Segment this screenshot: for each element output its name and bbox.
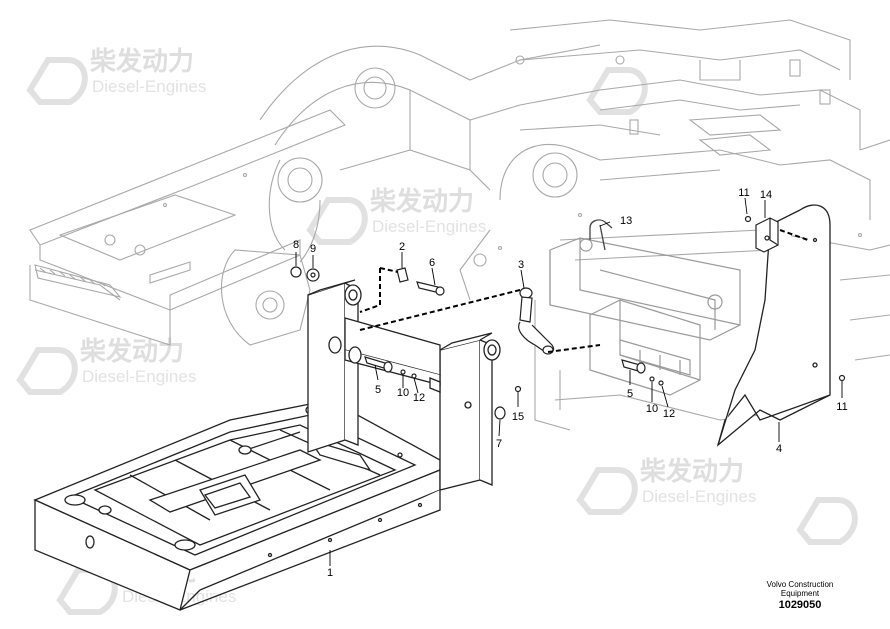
- label-part-11-top: 11: [738, 187, 749, 199]
- watermark-logo: 柴发动力 Diesel-Engines: [26, 46, 206, 105]
- label-part-12-left: 12: [413, 392, 425, 404]
- assembly-lines: [359, 229, 809, 353]
- counterweight-bracket: [549, 237, 741, 396]
- part-11-bolt: [744, 215, 752, 223]
- label-part-11-right: 11: [836, 401, 847, 413]
- watermark-chinese: 柴发动力: [369, 186, 474, 217]
- part-labels: 8 9 2 6 3 13 11 14 5 10 12 5 10 12 15 7 …: [293, 187, 848, 579]
- label-part-3: 3: [518, 259, 524, 271]
- part-8-nut: [290, 266, 302, 278]
- label-part-7: 7: [496, 438, 502, 450]
- part-11-bolt: [838, 374, 846, 382]
- figure-id: 1029050: [778, 599, 822, 611]
- watermark-logo: [796, 497, 858, 545]
- label-part-2: 2: [399, 241, 405, 253]
- label-part-6: 6: [429, 257, 435, 269]
- watermark-chinese: 柴发动力: [639, 456, 744, 487]
- watermark-layer: 柴发动力 Diesel-Engines 柴发动力 Diesel-Engines …: [16, 46, 858, 615]
- leader-lines: [295, 197, 843, 566]
- watermark-chinese: 柴发动力: [89, 46, 194, 77]
- label-part-9: 9: [310, 243, 316, 255]
- part-14-latch: [755, 217, 779, 253]
- label-part-5-right: 5: [627, 388, 633, 400]
- part-1-mounting-frame: [33, 279, 501, 611]
- label-part-10-right: 10: [646, 403, 658, 415]
- label-part-5-left: 5: [375, 384, 381, 396]
- label-part-13: 13: [620, 215, 632, 227]
- part-15-bolt: [514, 385, 522, 393]
- hardware-parts: [290, 215, 846, 420]
- watermark-english: Diesel-Engines: [82, 367, 196, 386]
- label-part-1: 1: [327, 567, 333, 579]
- watermark-logo: 柴发动力 Diesel-Engines: [306, 186, 486, 245]
- brand-line-2: Equipment: [780, 589, 820, 598]
- watermark-chinese: 柴发动力: [79, 336, 184, 367]
- watermark-logo: 柴发动力 Diesel-Engines: [576, 456, 756, 515]
- watermark-english: Diesel-Engines: [642, 487, 756, 506]
- watermark-logo: 柴发动力 Diesel-Engines: [16, 336, 196, 395]
- part-13-u-bolt: [589, 219, 613, 251]
- label-part-4: 4: [776, 443, 782, 455]
- watermark-english: Diesel-Engines: [92, 77, 206, 96]
- label-part-15: 15: [512, 411, 524, 423]
- part-3-gas-strut: [518, 287, 555, 355]
- label-part-8: 8: [293, 239, 299, 251]
- label-part-12-right: 12: [663, 408, 675, 420]
- label-part-14: 14: [760, 189, 772, 201]
- part-2-bushing: [396, 267, 409, 283]
- watermark-english: Diesel-Engines: [372, 217, 486, 236]
- brand-line-1: Volvo Construction: [766, 580, 834, 589]
- part-7-washer: [494, 406, 506, 420]
- label-part-10-left: 10: [397, 387, 409, 399]
- watermark-logo: [586, 67, 648, 115]
